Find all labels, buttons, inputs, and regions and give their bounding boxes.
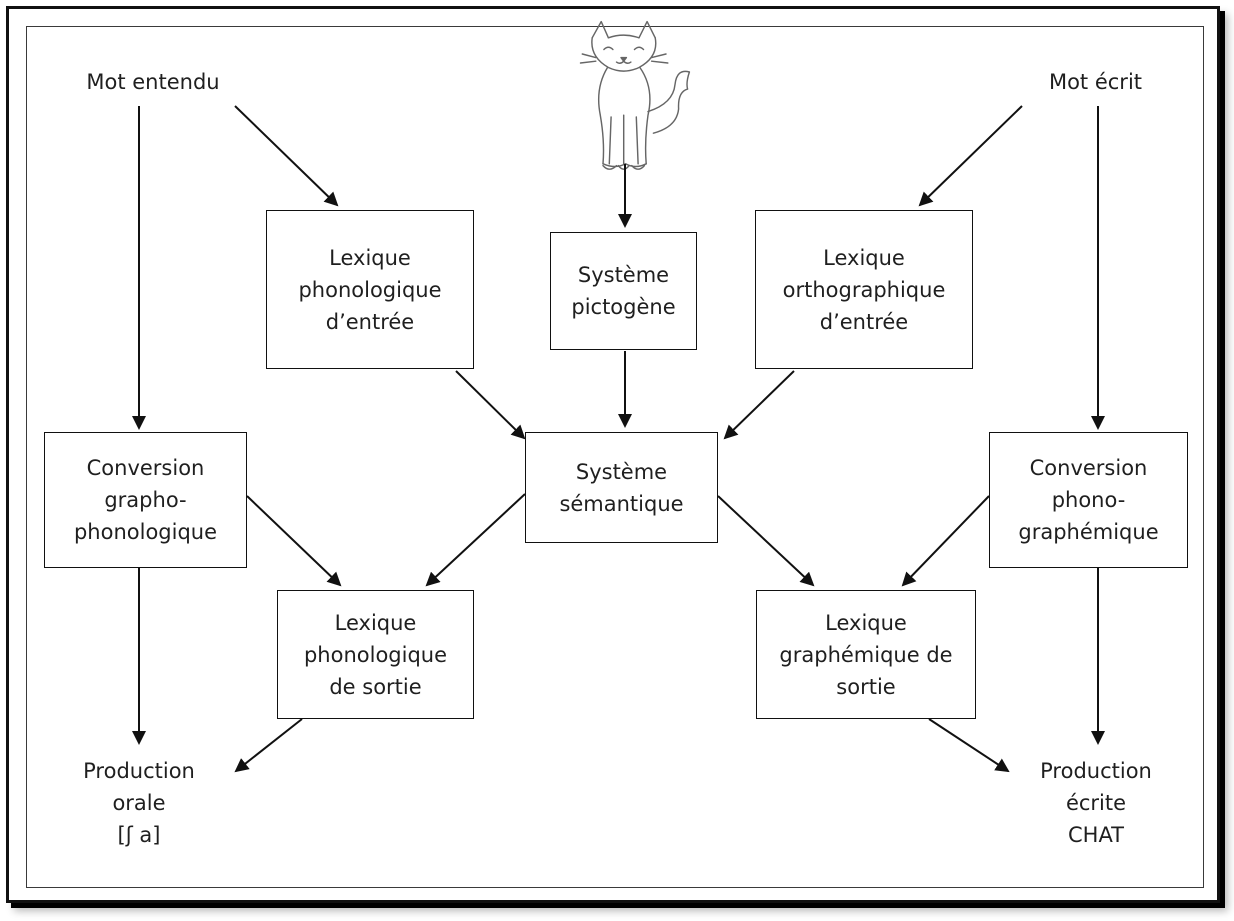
node-conversion-grapho-phonologique: Conversion grapho- phonologique	[44, 432, 247, 568]
node-conversion-phono-graphemique-label: Conversion phono- graphémique	[1018, 456, 1159, 544]
node-mot-entendu: Mot entendu	[64, 66, 242, 98]
arrow-lexique-phonologique-entree-to-systeme-semantique	[455, 370, 526, 440]
arrow-lexique-phonologique-sortie-to-production-orale	[234, 718, 303, 773]
arrow-lexique-graphemique-sortie-to-production-ecrite	[928, 718, 1010, 773]
node-lexique-graphemique-sortie-label: Lexique graphémique de sortie	[779, 610, 953, 699]
arrow-conversion-phono-graphemique-to-lexique-graphemique-sortie	[901, 495, 990, 587]
arrow-systeme-semantique-to-lexique-graphemique-sortie	[717, 495, 815, 587]
node-lexique-phonologique-sortie-label: Lexique phonologique de sortie	[303, 610, 448, 699]
node-conversion-phono-graphemique: Conversion phono- graphémique	[989, 432, 1188, 568]
node-production-orale-label: Production orale [ʃ a]	[83, 759, 195, 847]
node-mot-ecrit: Mot écrit	[1012, 66, 1179, 98]
node-lexique-phonologique-sortie: Lexique phonologique de sortie	[277, 590, 474, 719]
node-lexique-graphemique-sortie: Lexique graphémique de sortie	[756, 590, 976, 719]
node-systeme-pictogene-label: Système pictogène	[571, 263, 676, 319]
arrow-mot-ecrit-to-lexique-orthographique-entree	[918, 105, 1023, 207]
node-systeme-semantique: Système sémantique	[525, 432, 718, 543]
node-systeme-pictogene: Système pictogène	[550, 232, 697, 350]
node-production-orale: Production orale [ʃ a]	[64, 755, 214, 851]
node-lexique-phonologique-entree-label: Lexique phonologique d’entrée	[298, 245, 442, 334]
arrow-systeme-semantique-to-lexique-phonologique-sortie	[425, 493, 526, 587]
cat-icon	[579, 20, 691, 170]
node-lexique-orthographique-entree-label: Lexique orthographique d’entrée	[782, 245, 946, 334]
node-lexique-orthographique-entree: Lexique orthographique d’entrée	[755, 210, 973, 369]
node-mot-ecrit-label: Mot écrit	[1048, 70, 1143, 94]
node-production-ecrite-label: Production écrite CHAT	[1040, 759, 1152, 847]
node-mot-entendu-label: Mot entendu	[86, 70, 220, 94]
diagram-inner-border	[26, 26, 1204, 888]
arrow-conversion-grapho-phonologique-to-lexique-phonologique-sortie	[246, 495, 342, 587]
node-production-ecrite: Production écrite CHAT	[1016, 755, 1176, 851]
arrow-lexique-orthographique-entree-to-systeme-semantique	[723, 370, 795, 440]
node-systeme-semantique-label: Système sémantique	[559, 459, 684, 516]
node-lexique-phonologique-entree: Lexique phonologique d’entrée	[266, 210, 474, 369]
arrow-mot-entendu-to-lexique-phonologique-entree	[234, 105, 339, 207]
node-conversion-grapho-phonologique-label: Conversion grapho- phonologique	[73, 456, 218, 544]
